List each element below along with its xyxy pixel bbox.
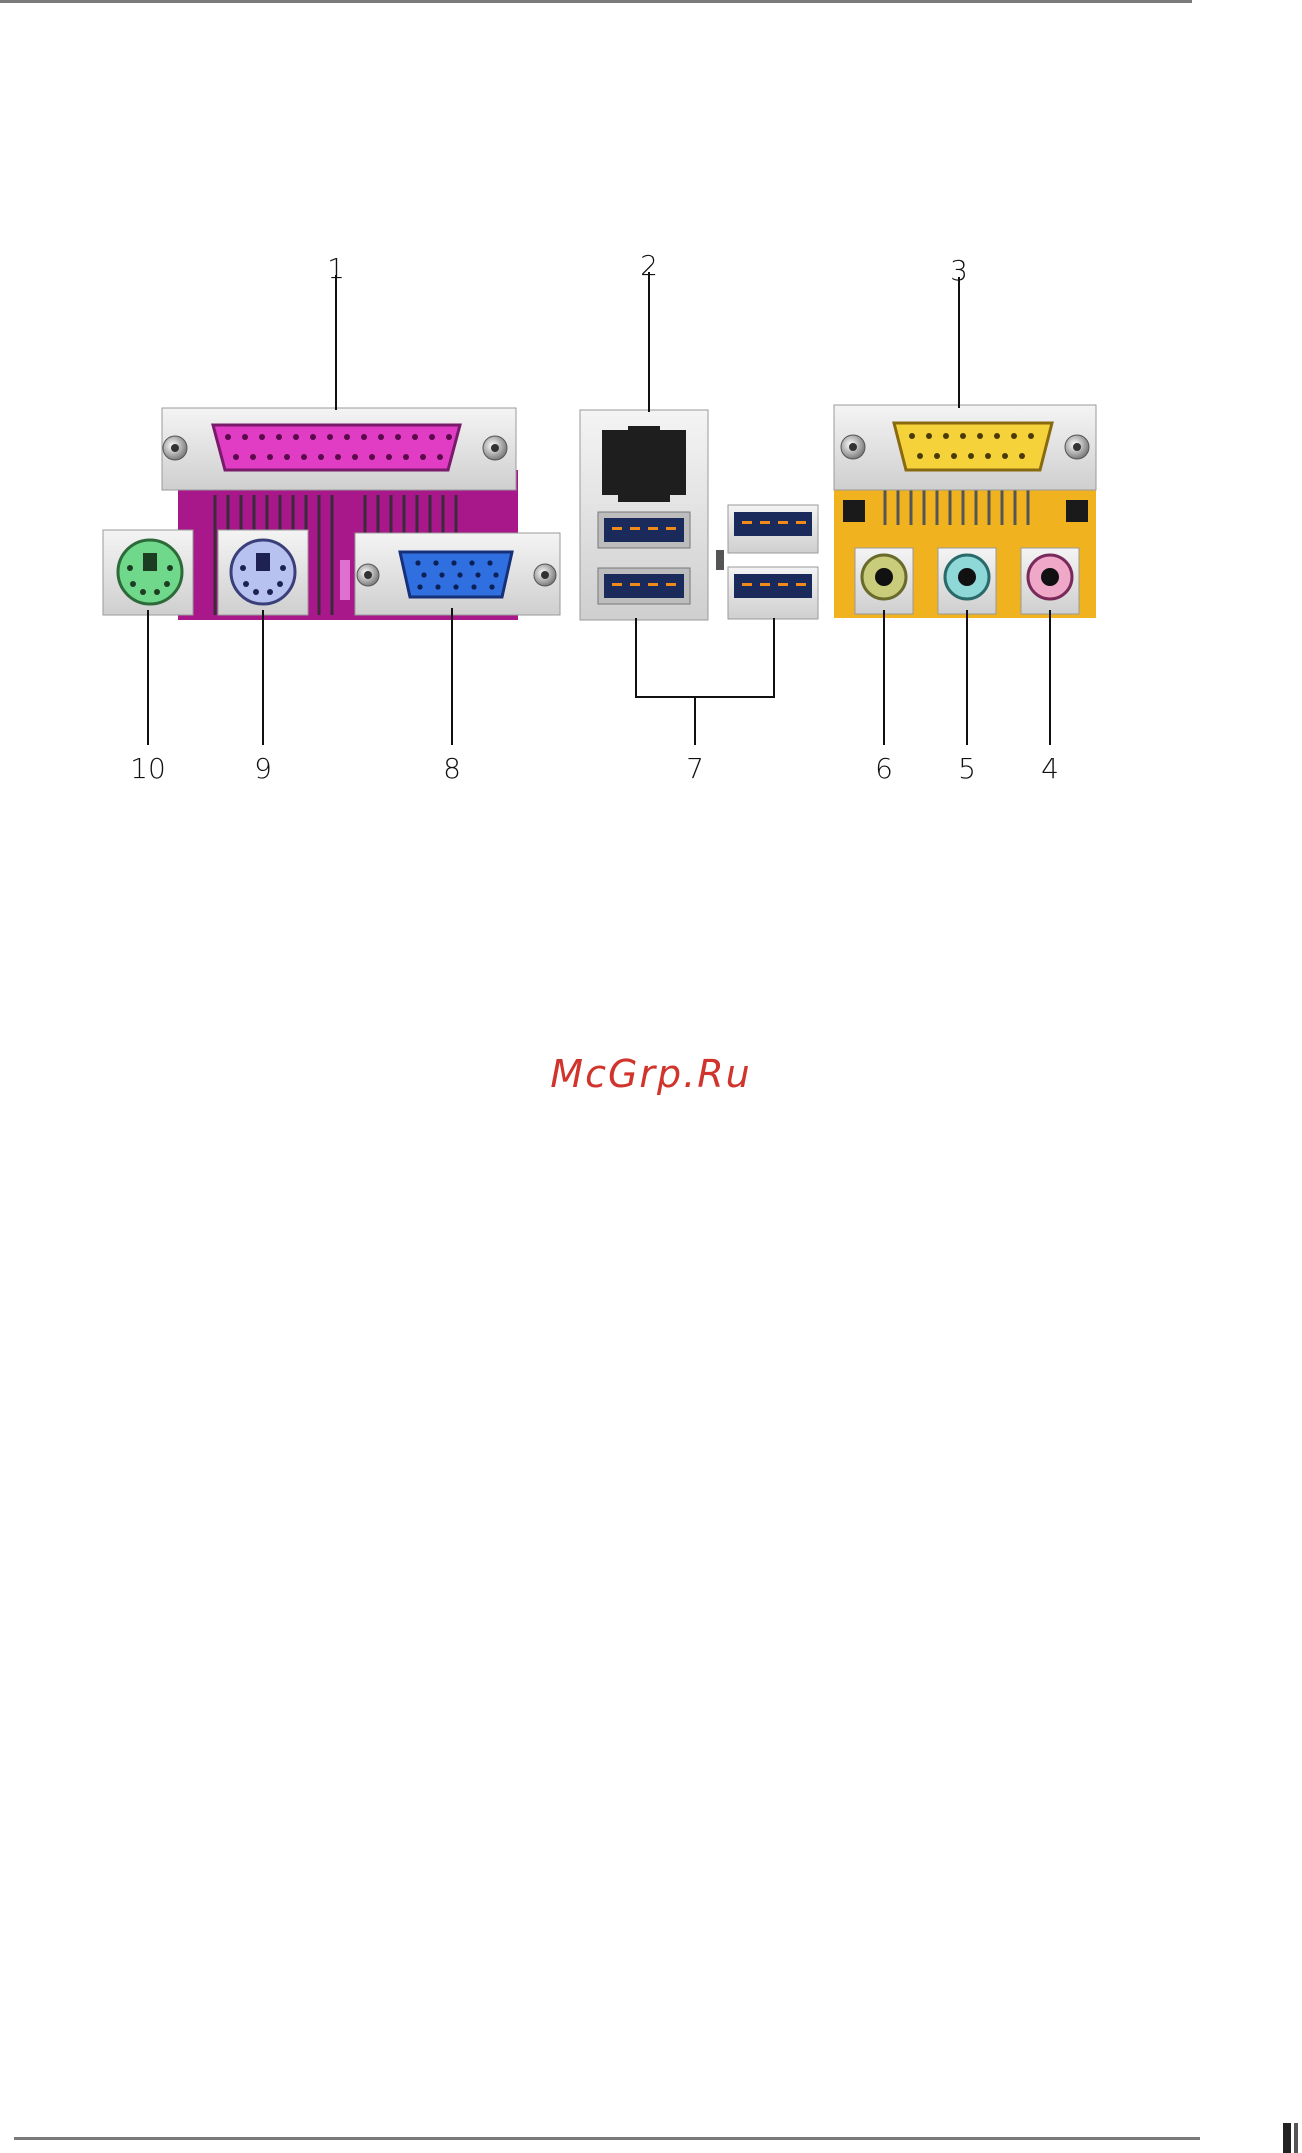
- line-out-jack-icon: [938, 548, 996, 614]
- purple-tab: [340, 560, 350, 600]
- callout-5: 5: [958, 752, 976, 785]
- callout-4: 4: [1041, 752, 1059, 785]
- bottom-rule: [14, 2137, 1200, 2140]
- ps2-mouse-port-icon: [103, 530, 193, 615]
- middle-connector-group: [580, 410, 818, 620]
- vga-port-icon: [355, 533, 560, 615]
- callout-1: 1: [327, 252, 345, 285]
- page-edge-marker: [1283, 2123, 1302, 2153]
- left-connector-group: [103, 408, 560, 620]
- parallel-port-icon: [162, 408, 516, 490]
- callout-10: 10: [130, 752, 166, 785]
- line-in-jack-icon: [855, 548, 913, 614]
- io-panel-diagram: 1 2 3 4 5 6 7 8 9 10: [0, 0, 1302, 1000]
- callout-6: 6: [875, 752, 893, 785]
- callout-7: 7: [686, 752, 704, 785]
- callout-3: 3: [950, 254, 968, 287]
- ps2-keyboard-port-icon: [218, 530, 308, 615]
- board-chip: [843, 500, 865, 522]
- callout-9: 9: [254, 752, 272, 785]
- microphone-jack-icon: [1021, 548, 1079, 614]
- right-connector-group: [834, 405, 1096, 618]
- callout-2: 2: [640, 249, 658, 282]
- serial-com-port-icon: [834, 405, 1096, 490]
- callout-8: 8: [443, 752, 461, 785]
- watermark-text: McGrp.Ru: [0, 1052, 1302, 1096]
- board-chip: [1066, 500, 1088, 522]
